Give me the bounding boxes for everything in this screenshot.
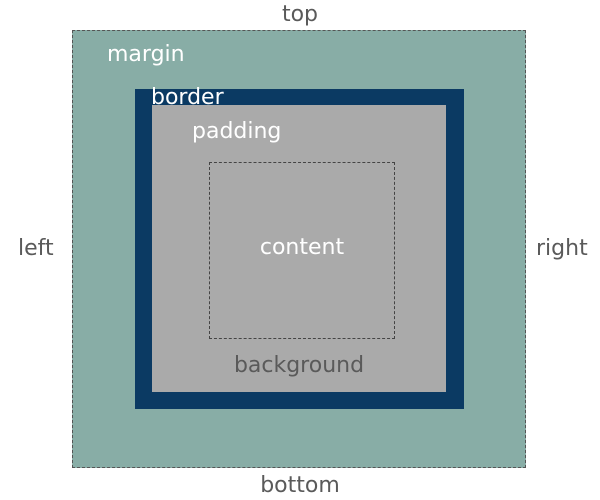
top-label: top bbox=[281, 2, 319, 27]
left-label: left bbox=[18, 236, 54, 261]
margin-label: margin bbox=[107, 42, 185, 67]
background-label: background bbox=[233, 353, 365, 378]
border-label: border bbox=[151, 85, 224, 110]
right-label: right bbox=[536, 236, 588, 261]
content-area bbox=[209, 162, 395, 339]
content-label: content bbox=[259, 235, 345, 260]
padding-label: padding bbox=[192, 119, 282, 144]
bottom-label: bottom bbox=[260, 473, 340, 498]
